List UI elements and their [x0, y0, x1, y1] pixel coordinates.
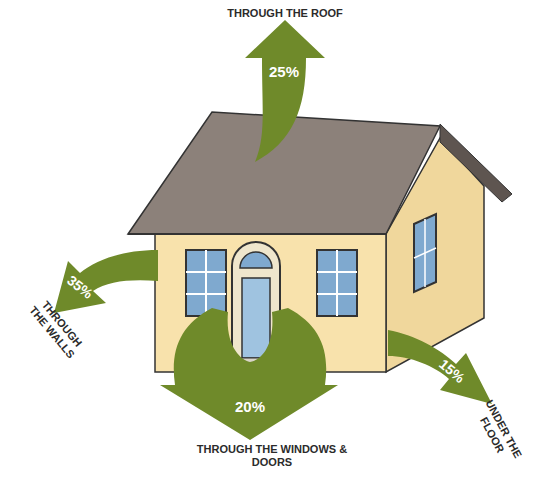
loss-caption: THROUGH THE ROOF — [185, 7, 385, 20]
loss-caption: UNDER THE FLOOR — [470, 395, 525, 469]
window-bars — [186, 250, 226, 316]
side-window — [414, 214, 436, 292]
heat-loss-arrow: 25% THROUGH THE ROOF — [150, 0, 400, 170]
window-bar — [414, 248, 436, 258]
roof-edge — [440, 124, 512, 202]
eave-line — [128, 233, 386, 235]
percentage-value: 20% — [225, 398, 275, 415]
fanlight — [240, 252, 272, 268]
heat-loss-arrow: 15%UNDER THE FLOOR — [385, 320, 553, 477]
arrow-shape — [385, 320, 553, 477]
window-bars — [317, 250, 357, 316]
front-window — [317, 250, 357, 316]
arrow-fill — [245, 20, 325, 162]
heat-loss-arrow: 20% THROUGH THE WINDOWS & DOORS — [150, 300, 400, 477]
arrow-shape — [150, 0, 400, 170]
heat-loss-arrow: 35%THROUGH THE WALLS — [10, 240, 170, 370]
loss-caption: THROUGH THE WINDOWS & DOORS — [192, 443, 352, 468]
door — [242, 278, 270, 358]
arrow-fill — [54, 250, 158, 313]
percentage-value: 25% — [259, 63, 309, 80]
arrow-fill — [388, 330, 492, 404]
arrow-fill — [160, 308, 338, 440]
front-window — [186, 250, 226, 316]
